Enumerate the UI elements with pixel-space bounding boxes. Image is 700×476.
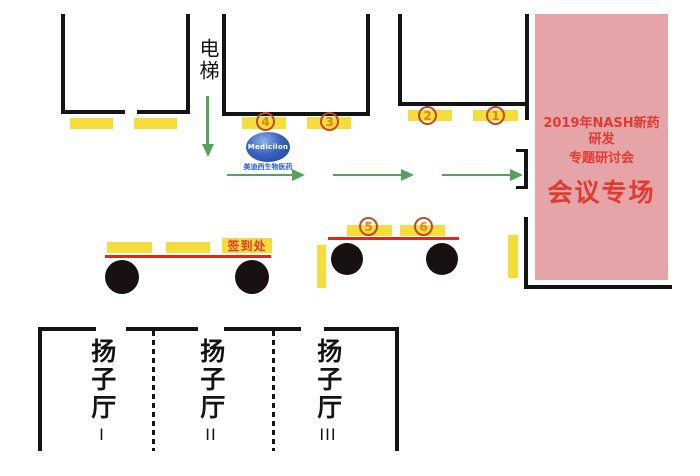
booth-marker-6-digit: 6 <box>419 219 428 234</box>
flow-arrow-1-line <box>227 174 292 176</box>
flow-arrow-down-head <box>202 144 214 157</box>
booth-marker-4-digit: 4 <box>261 114 270 129</box>
round-table-2 <box>235 260 269 294</box>
hall-label-1: 扬子厅 I <box>84 338 120 445</box>
flow-arrow-2-line <box>333 174 401 176</box>
hall-3-numeral: III <box>319 425 337 444</box>
conference-title: 会议专场 <box>547 177 656 207</box>
booth-marker-5: 5 <box>359 217 378 236</box>
booth-marker-1-digit: 1 <box>491 108 500 123</box>
wall-hall-left <box>38 327 42 451</box>
wall-room1-left <box>61 14 65 114</box>
hall-2-numeral: II <box>205 425 217 444</box>
wall-hall-top-4 <box>324 327 399 331</box>
signin-counter-line <box>105 255 271 258</box>
wall-room2-left <box>222 14 226 116</box>
logo-caption: 美迪西生物医药 <box>243 163 293 171</box>
wall-room3-left <box>398 14 402 106</box>
booth-marker-2-digit: 2 <box>423 108 432 123</box>
round-table-1 <box>105 260 139 294</box>
elevator-label: 电梯 <box>196 38 220 82</box>
hall-2-name: 扬子厅 <box>196 338 226 422</box>
wall-conference-bottom <box>524 285 672 289</box>
hall-1-name: 扬子厅 <box>87 338 117 422</box>
booth-marker-4: 4 <box>256 112 275 131</box>
hall-label-3: 扬子厅 III <box>310 338 346 445</box>
wall-conference-left <box>524 217 528 288</box>
booth-table-a <box>70 118 113 129</box>
wall-room2-right <box>366 14 370 116</box>
wall-room3-right <box>525 14 529 120</box>
flow-arrow-3-head <box>510 169 523 181</box>
wall-mid-segment <box>524 149 528 189</box>
side-table-right <box>508 235 518 278</box>
hall-divider-1 <box>152 331 155 451</box>
booth-table-b <box>134 118 177 129</box>
wall-hall-right <box>395 327 399 451</box>
booth-marker-6: 6 <box>414 217 433 236</box>
conference-line1: 2019年NASH新药研发 <box>543 116 660 148</box>
signin-table-b <box>166 242 210 253</box>
hall-label-2: 扬子厅 II <box>193 338 229 445</box>
wall-mid-tick-top <box>516 149 528 152</box>
medicilon-logo-icon: Medicilon <box>246 132 290 162</box>
booth-marker-3: 3 <box>320 112 339 131</box>
round-table-4 <box>426 243 458 275</box>
round-table-3 <box>331 243 363 275</box>
logo-name: Medicilon <box>247 143 289 151</box>
booth-marker-3-digit: 3 <box>325 114 334 129</box>
booth-marker-2: 2 <box>418 106 437 125</box>
wall-mid-tick-bottom <box>516 186 528 189</box>
wall-room3-bottom <box>398 102 529 106</box>
booth56-counter-line <box>328 237 459 240</box>
signin-table-a <box>107 242 152 253</box>
flow-arrow-down-line <box>206 96 209 144</box>
conference-block: 2019年NASH新药研发 专题研讨会 会议专场 <box>535 14 668 280</box>
flow-arrow-1-head <box>292 169 305 181</box>
flow-arrow-3-line <box>442 174 510 176</box>
hall-1-numeral: I <box>99 425 105 444</box>
hall-3-name: 扬子厅 <box>313 338 343 422</box>
booth-marker-5-digit: 5 <box>364 219 373 234</box>
wall-hall-top-2 <box>126 327 198 331</box>
flow-arrow-2-head <box>401 169 414 181</box>
side-table-left <box>317 245 326 288</box>
wall-room2-bottom <box>222 112 370 116</box>
booth-marker-1: 1 <box>486 106 505 125</box>
wall-hall-top-3 <box>224 327 301 331</box>
hall-divider-2 <box>272 331 275 451</box>
conference-line2: 专题研讨会 <box>568 150 634 166</box>
wall-room1-bottom-b <box>137 110 190 114</box>
wall-room1-bottom-a <box>61 110 125 114</box>
wall-hall-top-1 <box>38 327 96 331</box>
signin-label: 签到处 <box>222 238 272 253</box>
wall-room1-right <box>186 14 190 114</box>
